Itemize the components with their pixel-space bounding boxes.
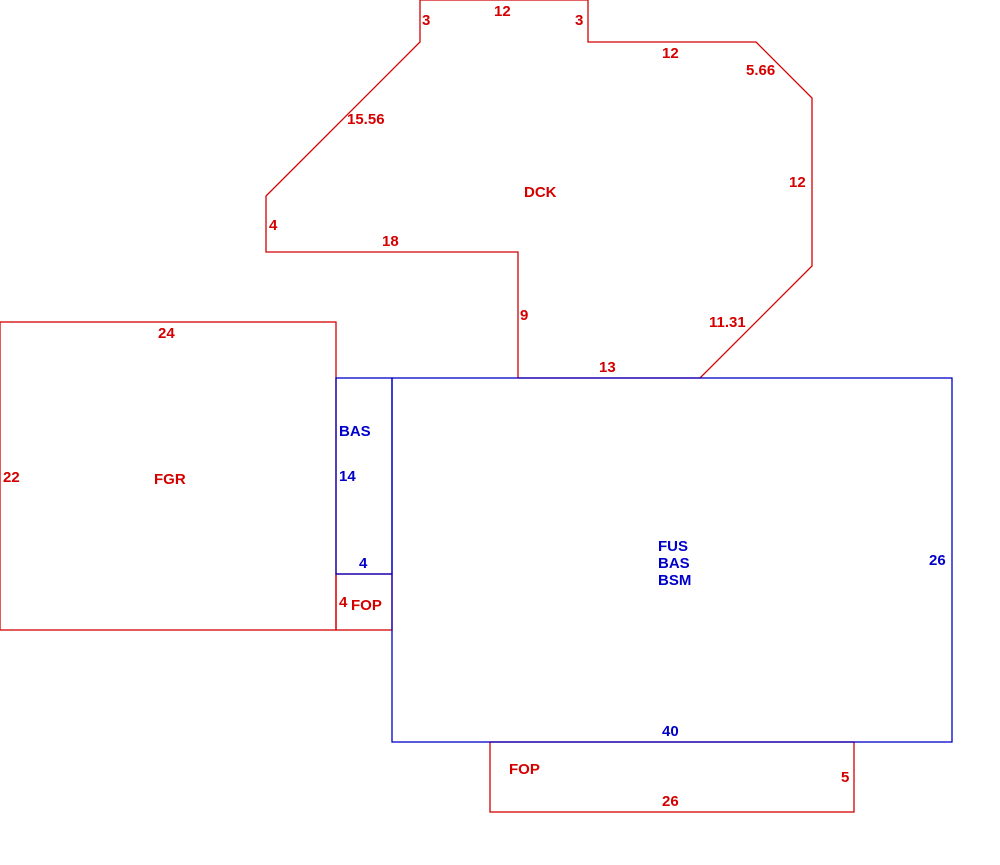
dck-dim-label: 18 [382,233,399,250]
main-area-label: BSM [658,572,691,589]
fop-bottom-area-label: FOP [509,761,540,778]
fgr-area-label: FGR [154,471,186,488]
dck-dim-label: 12 [662,45,679,62]
fop-bottom-dim-label: 5 [841,769,849,786]
main-house-outline [391,377,953,743]
dck-dim-label: 12 [789,174,806,191]
main-dim-label: 26 [929,552,946,569]
fgr-dim-label: 22 [3,469,20,486]
fop-small-area-label: FOP [351,597,382,614]
dck-area-label: DCK [524,184,557,201]
dck-dim-label: 15.56 [347,111,385,128]
dck-dim-label: 4 [269,217,278,234]
dck-dim-label: 9 [520,307,528,324]
fop-small-dim-label: 4 [339,594,348,611]
main-area-label: BAS [658,555,690,572]
main-dim-label: 40 [662,723,679,740]
bas-strip-dim-label: 14 [339,468,356,485]
dck-dim-label: 11.31 [709,314,746,331]
fop-bottom-dim-label: 26 [662,793,679,810]
dck-dim-label: 12 [494,3,511,20]
main-area-label: FUS [658,538,688,555]
dck-dim-label: 3 [575,12,583,29]
dck-dim-label: 3 [422,12,430,29]
dck-dim-label: 13 [599,359,616,376]
dck-dim-label: 5.66 [746,62,775,79]
bas-strip-dim-label: 4 [359,555,368,572]
bas-strip-area-label: BAS [339,423,371,440]
fgr-dim-label: 24 [158,325,175,342]
